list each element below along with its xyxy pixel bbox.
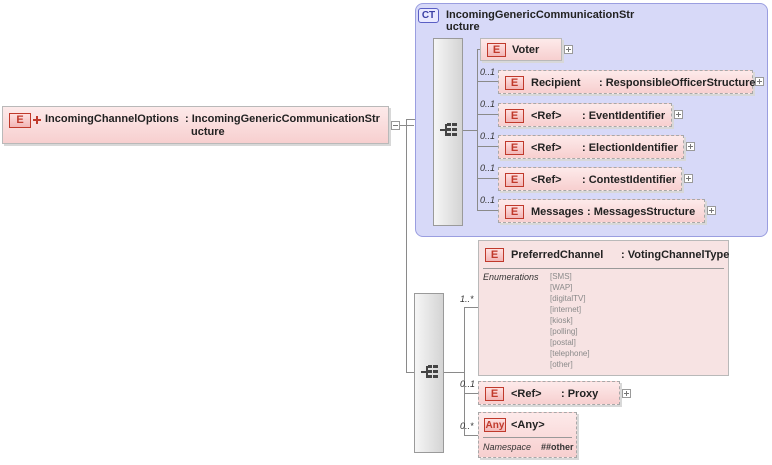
collapse-icon[interactable] (391, 121, 400, 130)
expand-icon[interactable] (622, 389, 631, 398)
cardinality-label: 0..1 (480, 99, 496, 109)
element-name: <Ref> (531, 142, 562, 154)
element-badge: E (485, 248, 504, 262)
element-type: : MessagesStructure (587, 206, 696, 218)
element-ref-proxy[interactable]: E <Ref> : Proxy (478, 381, 620, 405)
element-badge: E (485, 387, 504, 401)
element-badge: E (505, 76, 524, 90)
element-ref-election-identifier[interactable]: E <Ref> : ElectionIdentifier (498, 135, 684, 159)
element-type: : ResponsibleOfficerStructure (599, 77, 756, 89)
sequence-icon (421, 365, 439, 379)
element-ref-event-identifier[interactable]: E <Ref> : EventIdentifier (498, 103, 672, 127)
connector (406, 372, 416, 373)
cardinality-label: 0..1 (460, 379, 476, 389)
element-name: Messages (531, 206, 584, 218)
cardinality-label: 0..1 (480, 67, 496, 77)
element-name: Recipient (531, 77, 581, 89)
cardinality-label: 0..1 (480, 163, 496, 173)
enumerations-label: Enumerations (483, 272, 539, 282)
element-voter[interactable]: E Voter (480, 38, 562, 61)
element-name: <Ref> (511, 388, 542, 400)
element-badge: E (505, 173, 524, 187)
namespace-value: ##other (541, 442, 574, 452)
element-type: : ElectionIdentifier (582, 142, 678, 154)
element-any[interactable]: Any <Any> Namespace ##other (478, 412, 577, 458)
divider (483, 437, 572, 438)
enum-value: [postal] (550, 338, 576, 347)
element-name: <Any> (511, 419, 545, 431)
element-badge: E (487, 43, 506, 57)
element-messages[interactable]: E Messages : MessagesStructure (498, 199, 705, 223)
complex-type-title-line1: IncomingGenericCommunicationStr (446, 9, 635, 21)
element-type: : ContestIdentifier (582, 174, 677, 186)
expand-icon[interactable] (755, 77, 764, 86)
namespace-label: Namespace (483, 442, 532, 452)
expand-icon[interactable] (686, 142, 695, 151)
enum-value: [polling] (550, 327, 578, 336)
complex-type-title-line2: ucture (446, 21, 480, 33)
root-element-name: IncomingChannelOptions (45, 113, 179, 125)
element-preferred-channel[interactable]: E PreferredChannel : VotingChannelType E… (478, 240, 729, 376)
connector (400, 125, 414, 126)
root-element-type-line2: ucture (191, 126, 225, 138)
element-badge: E (9, 113, 31, 128)
connector (464, 435, 478, 436)
connector (477, 146, 498, 147)
root-element[interactable]: E IncomingChannelOptions : IncomingGener… (2, 106, 389, 144)
element-type: : EventIdentifier (582, 110, 666, 122)
cardinality-label: 1..* (460, 294, 474, 304)
complex-type-badge: CT (418, 8, 439, 23)
enum-value: [internet] (550, 305, 582, 314)
connector (464, 393, 478, 394)
enum-value: [other] (550, 360, 573, 369)
element-badge: E (505, 109, 524, 123)
sequence-compositor[interactable] (433, 38, 463, 226)
expand-icon[interactable] (707, 206, 716, 215)
connector (477, 114, 498, 115)
enum-value: [telephone] (550, 349, 590, 358)
element-type: : Proxy (561, 388, 599, 400)
element-name: <Ref> (531, 174, 562, 186)
expand-icon[interactable] (674, 110, 683, 119)
enum-value: [SMS] (550, 272, 572, 281)
expand-icon[interactable] (564, 45, 573, 54)
connector (477, 81, 498, 82)
connector (406, 119, 416, 120)
connector (477, 49, 480, 50)
element-type: : VotingChannelType (621, 249, 730, 261)
element-recipient[interactable]: E Recipient : ResponsibleOfficerStructur… (498, 70, 756, 94)
connector (444, 372, 464, 373)
divider (483, 268, 724, 269)
expand-icon[interactable] (684, 174, 693, 183)
connector (464, 307, 478, 308)
enum-value: [WAP] (550, 283, 573, 292)
element-badge: E (505, 141, 524, 155)
connector (477, 49, 478, 211)
element-name: PreferredChannel (511, 249, 604, 261)
element-ref-contest-identifier[interactable]: E <Ref> : ContestIdentifier (498, 167, 682, 191)
connector (464, 307, 465, 435)
connector (463, 130, 477, 131)
enum-value: [kiosk] (550, 316, 573, 325)
connector (406, 119, 407, 372)
sequence-compositor[interactable] (414, 293, 444, 453)
any-badge: Any (484, 418, 506, 432)
element-name: Voter (512, 44, 540, 56)
expand-marker-icon (33, 116, 41, 124)
element-badge: E (505, 205, 524, 219)
cardinality-label: 0..* (460, 421, 474, 431)
sequence-icon (440, 123, 458, 137)
cardinality-label: 0..1 (480, 131, 496, 141)
enum-value: [digitalTV] (550, 294, 586, 303)
root-element-type-line1: : IncomingGenericCommunicationStr (185, 113, 380, 125)
cardinality-label: 0..1 (480, 195, 496, 205)
connector (477, 178, 498, 179)
connector (477, 210, 498, 211)
element-name: <Ref> (531, 110, 562, 122)
